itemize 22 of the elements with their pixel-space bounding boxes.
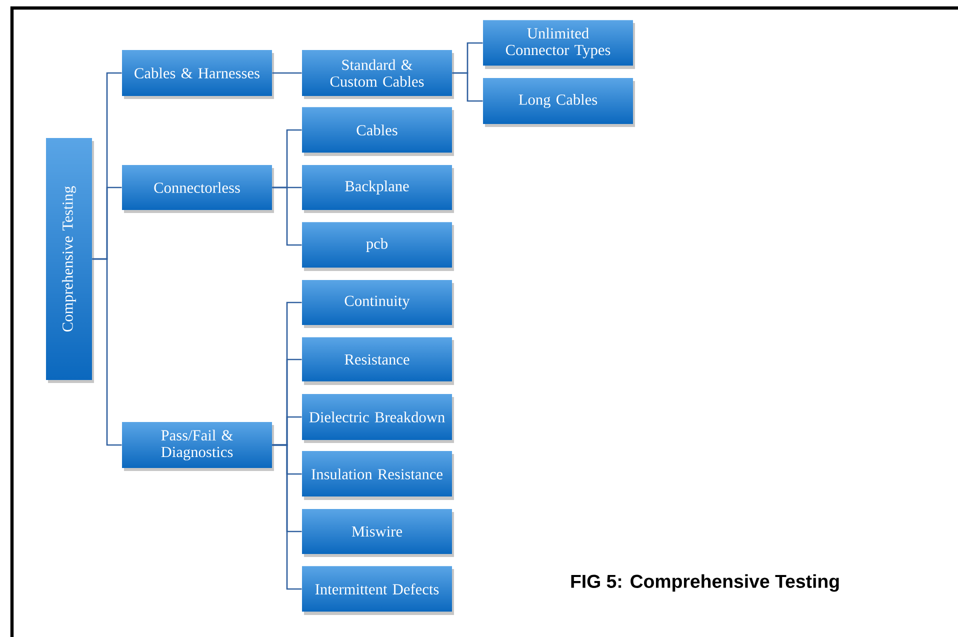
category-box: Resistance (302, 337, 454, 385)
category-box: Cables (302, 107, 454, 156)
category-box: Unlimited Connector Types (483, 20, 635, 69)
category-box: Connectorless (122, 165, 274, 213)
figure-caption: FIG 5: Comprehensive Testing (571, 574, 839, 592)
connector-line (92, 258, 122, 446)
category-box: Intermittent Defects (302, 566, 454, 615)
category-box: Pass/Fail & Diagnostics (122, 422, 274, 471)
category-box: Miswire (302, 509, 454, 557)
category-box: Dielectric Breakdown (302, 394, 454, 443)
category-box: Cables & Harnesses (122, 50, 274, 99)
category-box: Continuity (302, 280, 454, 328)
category-box: Backplane (302, 165, 454, 213)
category-box: Long Cables (483, 78, 635, 127)
connector-line (272, 186, 302, 246)
connector-line (452, 72, 483, 102)
category-box: Standard & Custom Cables (302, 50, 454, 99)
connector-line (272, 72, 302, 74)
category-box: Insulation Resistance (302, 451, 454, 500)
category-box: Comprehensive Testing (46, 138, 94, 383)
category-box: pcb (302, 222, 454, 271)
connector-line (272, 444, 302, 590)
